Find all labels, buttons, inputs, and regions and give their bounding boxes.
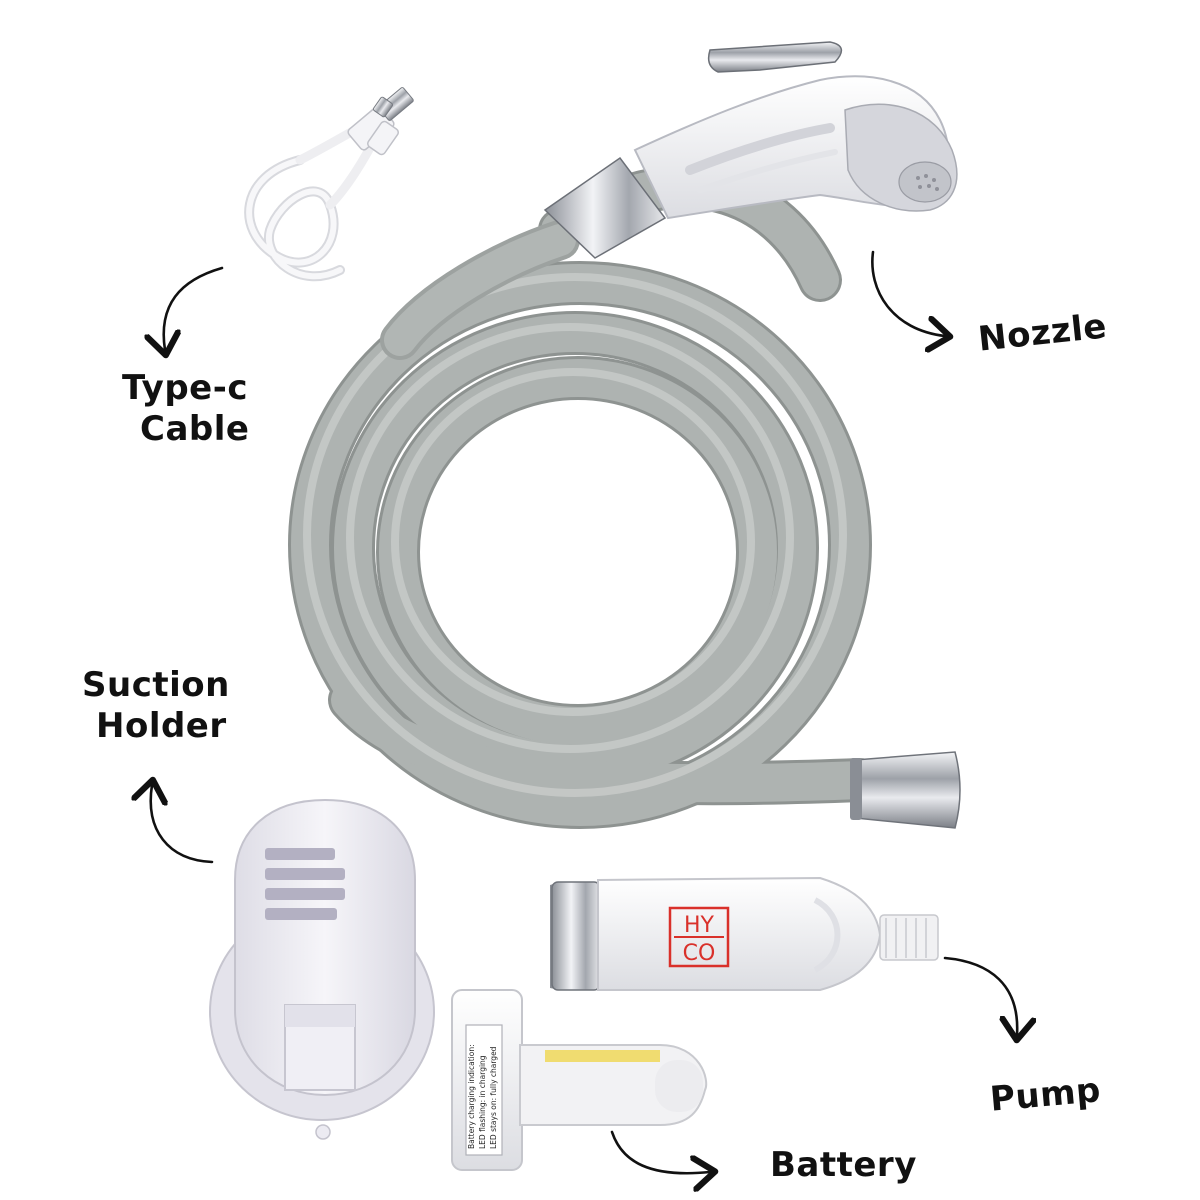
type-c-plug [367,96,399,156]
battery: Battery charging indication: LED flashin… [451,989,708,1171]
type-c-label-line-2: Cable [140,408,250,449]
suction-label-line-2: Holder [96,705,227,746]
arrow-to-nozzle-label [871,250,945,336]
arrow-to-pump-label [943,956,1017,1035]
type-c-label-line-1: Type-c [122,368,248,408]
suction-holder [209,798,435,1140]
brand-line-1: HY [684,913,715,938]
arrow-to-suction-label [151,785,214,864]
arrow-to-battery-label [610,1130,710,1173]
hose-end-connector [850,751,961,829]
battery-sticker-line-2: LED flashing: in charging [478,1055,487,1149]
battery-sticker-line-3: LED stays on: fully charged [489,1046,498,1149]
suction-holder-label: Suction Holder [82,665,230,747]
brand-line-2: CO [683,941,716,966]
suction-label-line-1: Suction [82,665,230,705]
pump-brand-logo: HY CO [668,906,730,968]
type-c-cable [244,123,385,282]
arrow-to-type-c-label [164,266,224,350]
annotation-arrows [151,250,1017,1173]
hose-coil [288,164,882,829]
type-c-cable-label: Type-c Cable [122,368,249,450]
battery-label: Battery [770,1145,917,1185]
nozzle-sprayer [543,41,958,259]
battery-sticker-line-1: Battery charging indication: [467,1044,476,1149]
pump: HY CO [550,876,939,991]
